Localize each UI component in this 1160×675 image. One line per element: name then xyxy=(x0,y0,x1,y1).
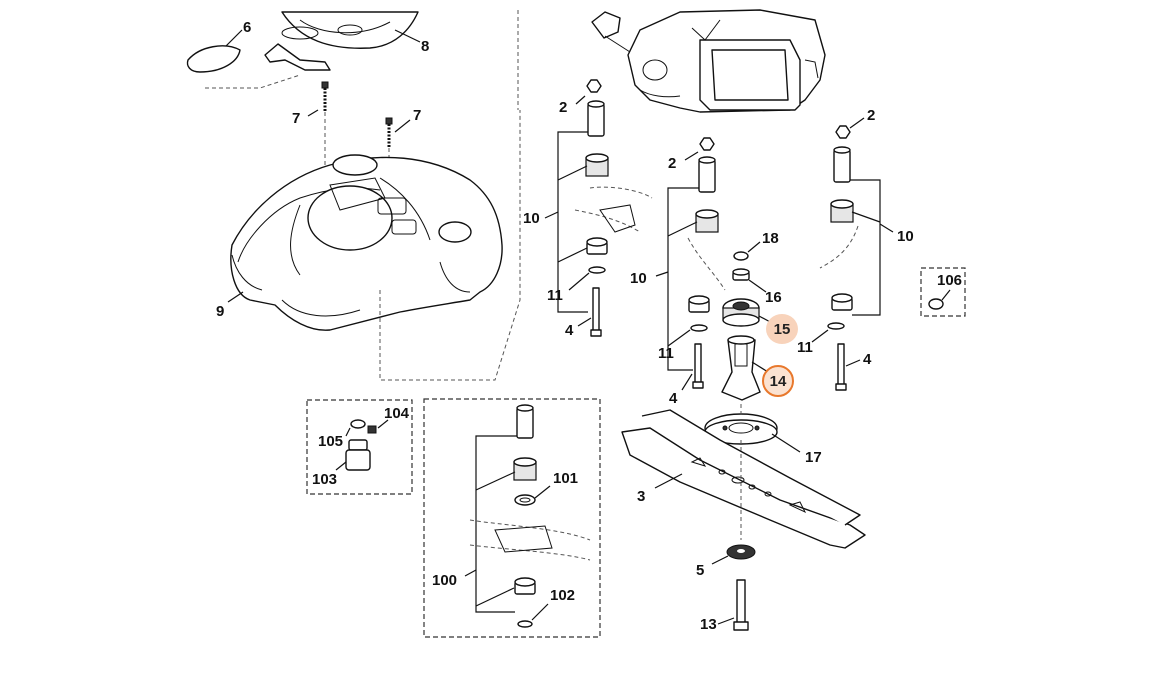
engine xyxy=(591,9,826,113)
callout-18: 18 xyxy=(762,230,779,247)
wheel-assembly-right xyxy=(811,117,894,391)
callout-104: 104 xyxy=(384,405,410,422)
screw-7-left xyxy=(307,81,329,117)
part-box-106 xyxy=(920,267,966,317)
wheel-assembly-middle xyxy=(655,137,726,391)
cover-part-8 xyxy=(264,11,421,71)
callout-7-left: 7 xyxy=(292,110,301,127)
callout-8: 8 xyxy=(421,38,430,55)
bearing-part-15 xyxy=(722,298,760,327)
washer-part-5 xyxy=(726,544,756,560)
callout-16: 16 xyxy=(765,289,782,306)
cap-part-6 xyxy=(186,29,243,73)
callout-3: 3 xyxy=(637,488,646,505)
callout-10-middle: 10 xyxy=(630,270,647,287)
callout-105: 105 xyxy=(318,433,344,450)
callout-4-right: 4 xyxy=(863,351,872,368)
callout-14-highlight[interactable]: 14 xyxy=(762,365,794,397)
screw-7-right xyxy=(385,117,411,148)
callout-2-middle: 2 xyxy=(668,155,677,172)
blade-part-3 xyxy=(621,409,866,549)
callout-11-left: 11 xyxy=(547,287,563,304)
callout-106: 106 xyxy=(937,272,963,289)
callout-2-left: 2 xyxy=(559,99,568,116)
callout-4-middle: 4 xyxy=(669,390,678,407)
callout-13: 13 xyxy=(700,616,717,633)
adapter-part-14 xyxy=(721,335,761,401)
callout-2-right: 2 xyxy=(867,107,876,124)
callout-15-highlight[interactable]: 15 xyxy=(766,314,798,344)
callout-100: 100 xyxy=(432,572,458,589)
callout-7-right: 7 xyxy=(413,107,422,124)
callout-101: 101 xyxy=(553,470,579,487)
wheel-assembly-left xyxy=(544,79,653,337)
spindle-stack xyxy=(621,241,866,631)
part-box-103-104-105 xyxy=(306,399,413,495)
callout-17: 17 xyxy=(805,449,822,466)
callout-10-left: 10 xyxy=(523,210,540,227)
deck-housing-part-9 xyxy=(227,154,503,331)
callout-11-right: 11 xyxy=(797,339,813,356)
callout-102: 102 xyxy=(550,587,576,604)
callout-11-middle: 11 xyxy=(658,345,674,362)
callout-4-left: 4 xyxy=(565,322,574,339)
callout-9: 9 xyxy=(216,303,225,320)
callout-103: 103 xyxy=(312,471,338,488)
part-box-100-101-102 xyxy=(423,398,601,638)
callout-6: 6 xyxy=(243,19,252,36)
callout-10-right: 10 xyxy=(897,228,914,245)
callout-5: 5 xyxy=(696,562,705,579)
